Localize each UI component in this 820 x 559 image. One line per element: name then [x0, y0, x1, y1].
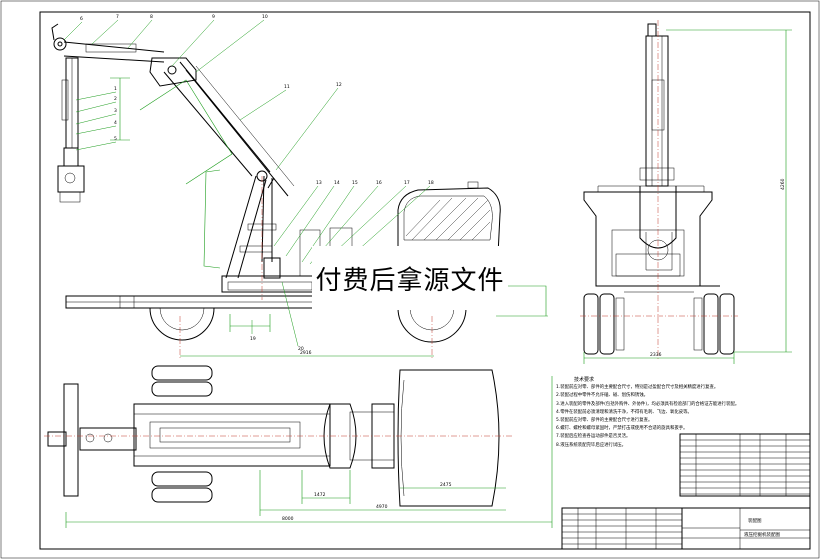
dim-side-height: 4260	[780, 178, 786, 190]
dim-plan-length-c: 2475	[440, 482, 452, 488]
technical-note-item: 6.螺钉、螺栓和螺母紧固时，严禁打击或使用不合适的旋具和扳手。	[556, 426, 688, 432]
part-no-18: 18	[428, 180, 434, 186]
dim-plan-length-b: 4970	[376, 504, 388, 510]
technical-notes: 技术要求 1.装配前应对零、部件的主要配合尺寸，特别是过盈配合尺寸及相关精度进行…	[556, 376, 816, 450]
crane-grapple	[57, 57, 85, 203]
truck-cab	[397, 187, 501, 297]
side-view-wheels	[583, 293, 735, 355]
part-no-6: 6	[80, 16, 83, 22]
technical-note-item: 5.装配前应对零、部件的主要配合尺寸进行复查。	[556, 418, 653, 424]
part-no-5: 5	[114, 136, 117, 142]
part-leaders	[63, 19, 431, 347]
part-no-15: 15	[352, 180, 358, 186]
part-no-7: 7	[116, 14, 119, 20]
part-no-17: 17	[404, 180, 410, 186]
part-no-3: 3	[114, 108, 117, 114]
part-no-19: 19	[250, 336, 256, 342]
dim-side-width: 2336	[650, 352, 662, 358]
part-no-8: 8	[150, 14, 153, 20]
front-view	[51, 19, 548, 360]
part-no-16: 16	[376, 180, 382, 186]
technical-note-item: 2.装配过程中零件不允许磕、碰、划伤和锈蚀。	[556, 393, 649, 399]
part-no-2: 2	[114, 96, 117, 102]
part-no-14: 14	[334, 180, 340, 186]
inner-border	[39, 11, 811, 550]
plan-dimensions	[65, 376, 553, 528]
technical-note-item: 3.进入装配的零件及部件(包括外购件、外协件)，均必须具有检验部门的合格证方能进…	[556, 401, 740, 407]
plan-view	[44, 365, 553, 528]
part-no-13: 13	[316, 180, 322, 186]
dim-plan-length-a: 8000	[282, 516, 294, 522]
part-no-20: 20	[298, 346, 304, 352]
part-no-1: 1	[114, 86, 117, 92]
title-block	[561, 507, 811, 550]
part-no-11: 11	[284, 84, 290, 90]
front-wheel	[149, 307, 215, 341]
technical-note-item: 1.装配前应对零、部件的主要配合尺寸，特别是过盈配合尺寸及相关精度进行复查。	[556, 385, 719, 391]
technical-note-item: 8.液压系统装配完毕后应进行试压。	[556, 442, 627, 448]
crane-jib	[51, 23, 165, 63]
plan-view-frame	[133, 403, 331, 467]
bom-table	[679, 433, 811, 497]
side-view-column	[639, 23, 675, 187]
side-dimensions	[583, 29, 792, 364]
plan-view-cab	[397, 369, 500, 507]
part-number-labels: 6 7 8 9 10 1 2 3 4 5 11 12 13 14 15 16 1…	[80, 14, 434, 352]
watermark-overlay: 付费后拿源文件	[312, 246, 508, 310]
dim-front-overall-length: 2916	[300, 350, 312, 356]
boom-head	[149, 57, 197, 87]
technical-notes-title: 技术要求	[574, 377, 595, 383]
watermark-text: 付费后拿源文件	[315, 265, 505, 296]
side-view-body	[583, 191, 713, 287]
technical-note-item: 7.装配后应检查各运动部件是否灵活。	[556, 434, 631, 440]
plan-view-wheels	[151, 365, 213, 503]
dimension-labels: 2916 2336 4260 8000 4970 2475 1472	[282, 178, 786, 522]
part-no-9: 9	[212, 14, 215, 20]
part-no-4: 4	[114, 120, 117, 126]
dim-plan-length-d: 1472	[314, 492, 326, 498]
title-block-drawing-name: 液压挖掘机装配图	[744, 531, 780, 538]
side-view	[580, 20, 792, 364]
title-block-material-label: 装配图	[748, 517, 762, 524]
crane-main-column	[225, 175, 277, 279]
part-no-10: 10	[262, 14, 268, 20]
front-dimensions	[110, 77, 548, 357]
technical-note-item: 4.零件在装配前必须清理和清洗干净，不得有毛刺、飞边、氧化皮等。	[556, 409, 692, 415]
part-no-12: 12	[336, 82, 342, 88]
